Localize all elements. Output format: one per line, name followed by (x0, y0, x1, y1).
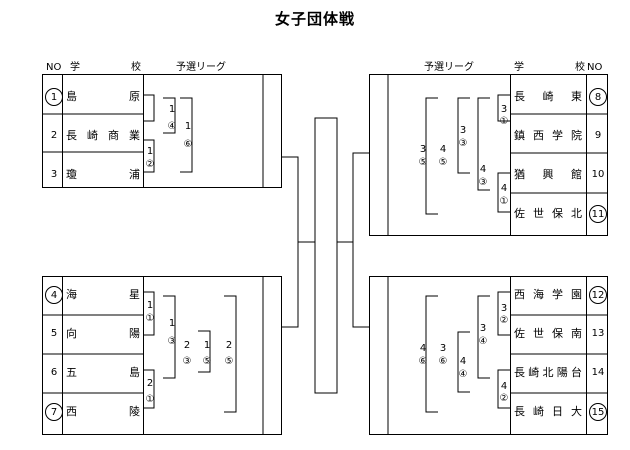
team-name-3: 瓊浦 (66, 168, 140, 181)
score: ④ (458, 369, 468, 380)
header-league-right: 予選リーグ (424, 62, 474, 73)
block-top-right (369, 74, 608, 236)
score: 1 (146, 300, 154, 311)
team-no-13: 13 (591, 328, 605, 339)
block-top-left (42, 74, 282, 188)
team-name-2: 長崎商業 (66, 129, 140, 142)
team-no-2: 2 (50, 130, 58, 141)
team-name-5: 向陽 (66, 327, 140, 340)
team-no-5: 5 (50, 328, 58, 339)
score: 3 (479, 323, 487, 334)
header-school-right-1: 学 (514, 62, 524, 73)
score: 1 (203, 340, 211, 351)
team-name-11: 佐世保北 (514, 207, 582, 220)
team-no-8: 8 (589, 88, 607, 106)
team-name-6: 五島 (66, 366, 140, 379)
score: ⑤ (224, 356, 234, 367)
score: ① (499, 116, 509, 127)
header-no-right: NO (587, 62, 603, 73)
team-name-10: 猶興館 (514, 168, 582, 181)
block-bottom-left (42, 276, 282, 435)
score: 2 (225, 340, 233, 351)
team-name-12: 西海学園 (514, 288, 582, 301)
header-no-left: NO (46, 62, 62, 73)
score: ⑥ (438, 356, 448, 367)
header-school-right-2: 校 (575, 62, 585, 73)
school-column-bl (62, 276, 144, 435)
score: ① (145, 394, 155, 405)
team-no-9: 9 (594, 130, 602, 141)
school-column-br (510, 276, 587, 435)
score: 3 (439, 343, 447, 354)
header-league-left: 予選リーグ (176, 62, 226, 73)
score: ② (499, 315, 509, 326)
score: ② (145, 159, 155, 170)
score: ④ (478, 336, 488, 347)
team-no-3: 3 (50, 169, 58, 180)
score: ③ (478, 177, 488, 188)
score: ④ (167, 121, 177, 132)
score: 4 (500, 183, 508, 194)
score: 4 (479, 164, 487, 175)
score: 1 (168, 104, 176, 115)
header-school-left-2: 校 (131, 62, 141, 73)
team-no-4: 4 (45, 286, 63, 304)
team-name-4: 海星 (66, 288, 140, 301)
score: 3 (500, 104, 508, 115)
score: 1 (184, 121, 192, 132)
team-no-6: 6 (50, 367, 58, 378)
team-name-9: 鎮西学院 (514, 129, 582, 142)
score: 4 (459, 356, 467, 367)
score: 4 (500, 381, 508, 392)
team-no-14: 14 (591, 367, 605, 378)
score: 2 (146, 378, 154, 389)
team-name-13: 佐世保南 (514, 327, 582, 340)
team-name-8: 長崎東 (514, 90, 582, 103)
score: ① (499, 196, 509, 207)
score: 1 (168, 318, 176, 329)
team-name-7: 西陵 (66, 405, 140, 418)
score: ③ (167, 336, 177, 347)
block-bottom-right (369, 276, 608, 435)
score: 3 (500, 303, 508, 314)
score: 3 (459, 125, 467, 136)
team-no-11: 11 (589, 205, 607, 223)
score: 4 (419, 343, 427, 354)
score: ⑤ (418, 157, 428, 168)
score: ⑥ (183, 139, 193, 150)
team-no-10: 10 (591, 169, 605, 180)
score: ② (499, 393, 509, 404)
team-no-7: 7 (45, 403, 63, 421)
page-title: 女子団体戦 (274, 10, 355, 28)
score: ③ (182, 356, 192, 367)
score: ③ (458, 138, 468, 149)
score: 3 (419, 144, 427, 155)
score: 2 (183, 340, 191, 351)
score: ⑥ (418, 356, 428, 367)
school-column-tr (510, 74, 587, 236)
score: 4 (439, 144, 447, 155)
team-no-1: 1 (45, 88, 63, 106)
score: ⑤ (438, 157, 448, 168)
score: ① (145, 313, 155, 324)
team-name-14: 長崎北陽台 (514, 366, 582, 379)
team-no-12: 12 (589, 286, 607, 304)
score: ⑤ (202, 356, 212, 367)
team-no-15: 15 (589, 403, 607, 421)
header-school-left-1: 学 (70, 62, 80, 73)
team-name-1: 島原 (66, 90, 140, 103)
team-name-15: 長崎日大 (514, 405, 582, 418)
school-column-tl (62, 74, 144, 188)
score: 1 (146, 146, 154, 157)
